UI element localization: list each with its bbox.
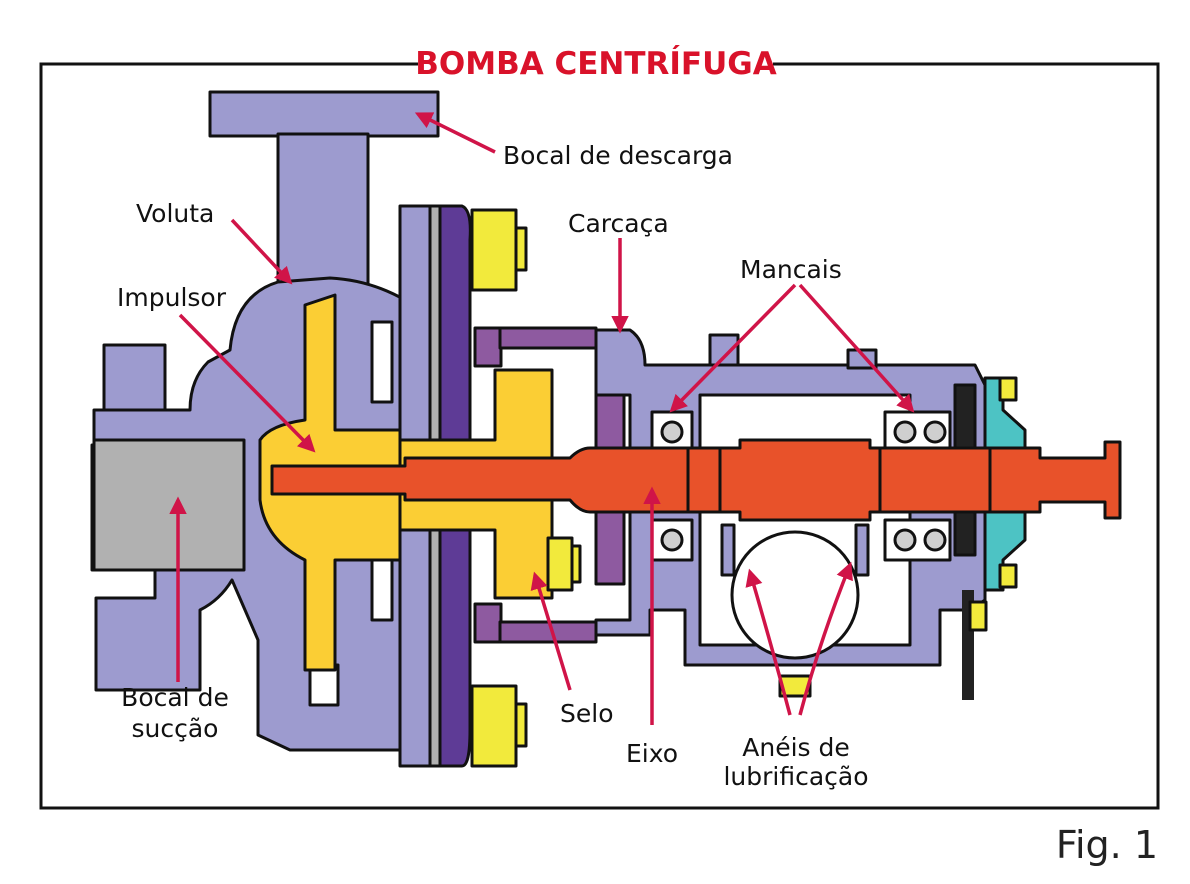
bolt-bottom-nut bbox=[514, 702, 528, 748]
arrow-impulsor bbox=[178, 313, 316, 453]
label-impulsor: Impulsor bbox=[117, 283, 227, 312]
bolt-top-head bbox=[470, 208, 518, 292]
figure-label: Fig. 1 bbox=[1056, 823, 1158, 867]
bracket-bottom-block bbox=[473, 602, 503, 644]
callout-arrows bbox=[169, 112, 915, 725]
bracket-bottom-rail bbox=[498, 620, 598, 644]
arrow-mancais-left bbox=[669, 283, 797, 413]
label-aneis-line2: lubrificação bbox=[723, 762, 868, 791]
pump-assembly bbox=[90, 90, 1122, 768]
label-aneis-line1: Anéis de bbox=[742, 733, 850, 762]
suction-flange bbox=[102, 343, 167, 412]
seal-bolt bbox=[546, 536, 574, 592]
oil-drain-plug bbox=[778, 674, 812, 698]
outlet-window bbox=[308, 663, 340, 707]
label-selo: Selo bbox=[560, 699, 614, 728]
bracket-top-rail bbox=[498, 326, 598, 350]
label-bocal-succao-line2: sucção bbox=[132, 714, 219, 743]
label-bocal-descarga: Bocal de descarga bbox=[503, 141, 733, 170]
arrow-voluta bbox=[230, 218, 293, 285]
label-voluta: Voluta bbox=[136, 199, 214, 228]
ring-guide-left bbox=[720, 523, 736, 577]
label-eixo: Eixo bbox=[626, 739, 678, 768]
arrow-selo bbox=[530, 571, 572, 691]
housing-top-rib-left bbox=[708, 333, 740, 367]
casing-window-top bbox=[370, 320, 394, 404]
suction-pipe bbox=[92, 438, 246, 572]
bracket-top-block bbox=[473, 326, 503, 368]
bolt-top-nut bbox=[514, 226, 528, 272]
label-carcaca: Carcaça bbox=[568, 209, 669, 238]
arrow-aneis-right bbox=[798, 561, 853, 716]
title-backdrop bbox=[418, 44, 773, 84]
seal-bolt-nut bbox=[570, 544, 582, 584]
label-bocal-succao-line1: Bocal de bbox=[121, 683, 229, 712]
label-mancais: Mancais bbox=[740, 255, 842, 284]
arrow-aneis-left bbox=[745, 568, 792, 716]
diagram-title: BOMBA CENTRÍFUGA bbox=[415, 46, 776, 82]
shaft bbox=[270, 438, 1122, 522]
bearing-right bbox=[883, 410, 952, 562]
discharge-flange bbox=[208, 90, 440, 138]
foot-bolt bbox=[968, 600, 988, 632]
bolt-bottom-head bbox=[470, 684, 518, 768]
ring-guide-right bbox=[854, 523, 870, 577]
arrow-mancais-right bbox=[798, 283, 915, 413]
guard-bolt-top bbox=[998, 376, 1018, 402]
arrow-bocal-descarga bbox=[414, 112, 496, 154]
discharge-neck bbox=[276, 132, 370, 286]
guard-bolt-bottom bbox=[998, 563, 1018, 589]
